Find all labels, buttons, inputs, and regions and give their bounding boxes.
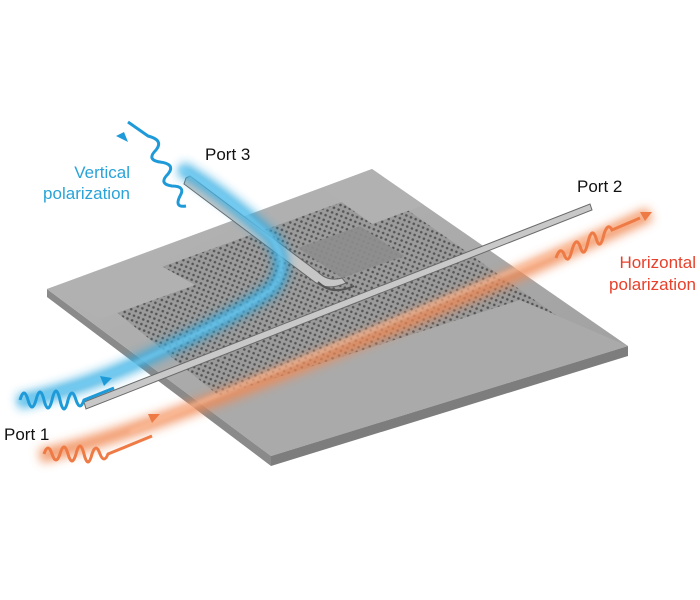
horizontal-polarization-label-line2: polarization [609, 275, 696, 294]
vertical-polarization-label-line1: Vertical [74, 163, 130, 182]
port-1-label: Port 1 [4, 425, 49, 444]
port-2-label: Port 2 [577, 177, 622, 196]
horizontal-polarization-label-line1: Horizontal [619, 253, 696, 272]
port-3-label: Port 3 [205, 145, 250, 164]
vertical-output-wave [128, 122, 186, 206]
vertical-output-arrow [116, 132, 128, 142]
vertical-polarization-label-line2: polarization [43, 184, 130, 203]
